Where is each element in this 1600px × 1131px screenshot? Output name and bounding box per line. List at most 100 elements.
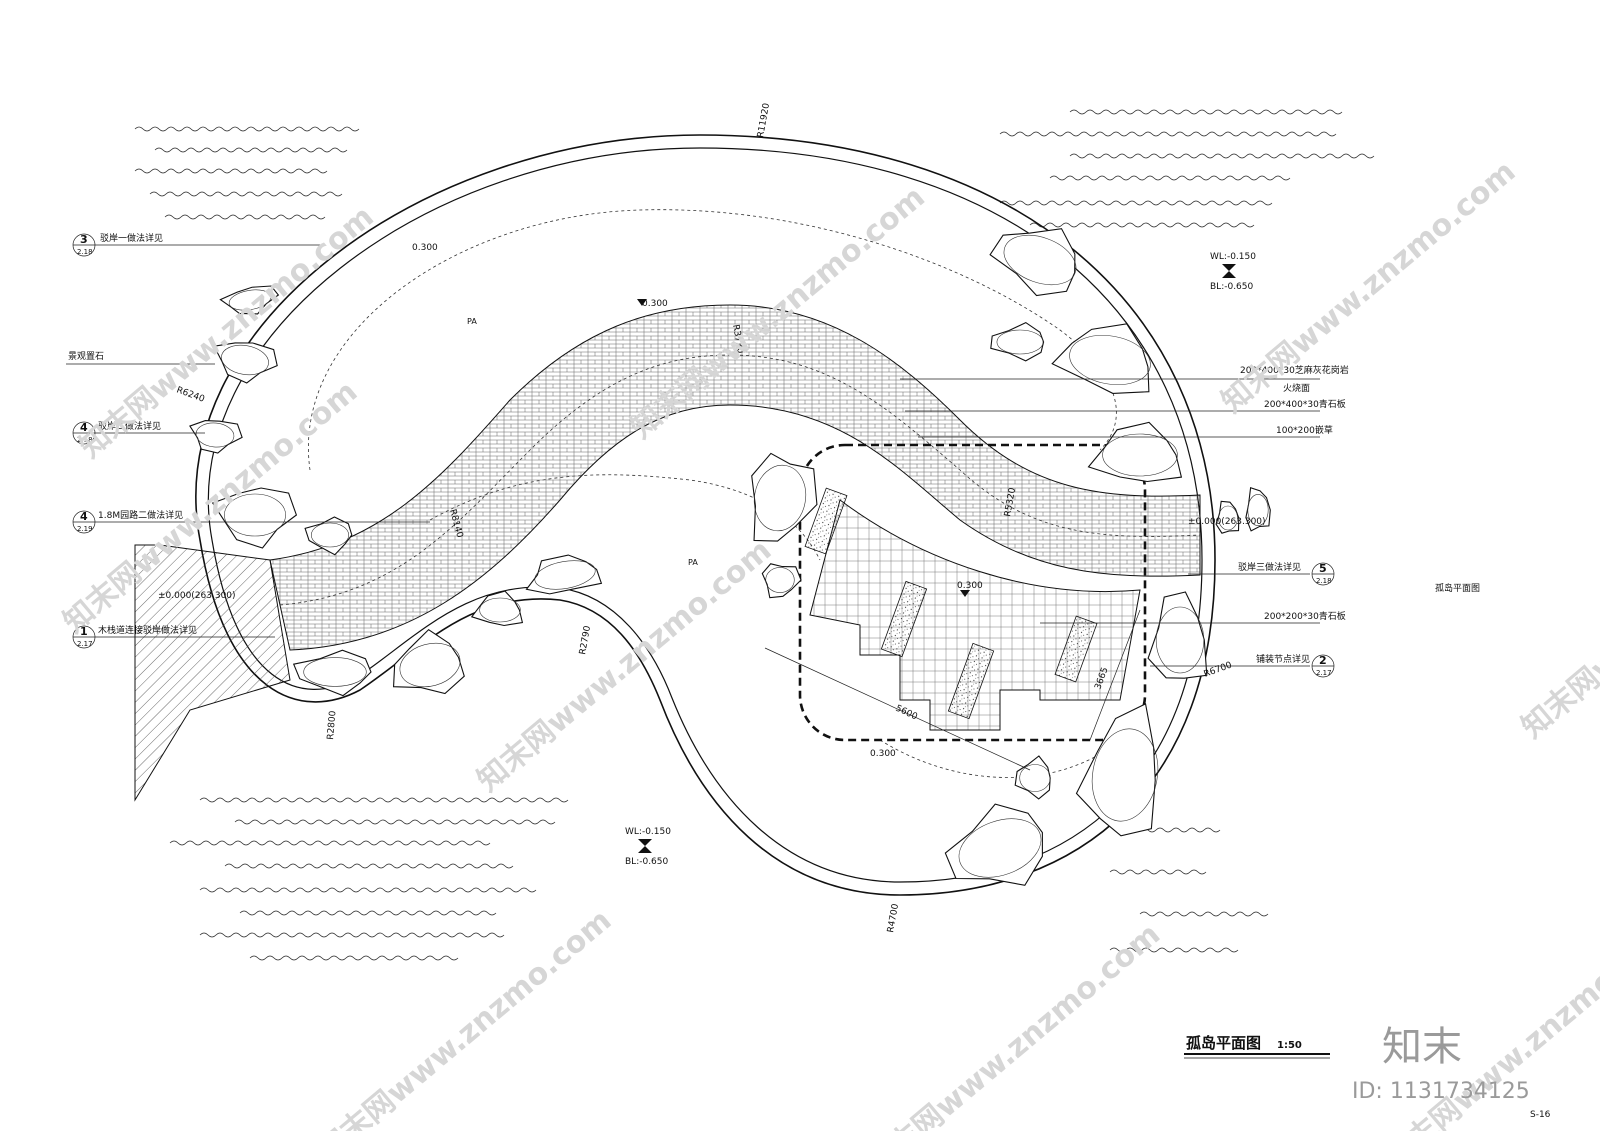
svg-text:3: 3 (80, 233, 88, 246)
svg-text:2.18: 2.18 (77, 248, 93, 256)
water-wave-line (224, 863, 514, 869)
rock-outline (1245, 486, 1271, 532)
rock-detail-line (1155, 606, 1205, 674)
watermark-diagonal: 知末网www.znzmo.com (1215, 154, 1522, 420)
rock-detail-line (1247, 494, 1269, 526)
rock-detail-line (399, 642, 461, 688)
plaza-detail-boundary (798, 443, 1147, 742)
callout-paving-node: 铺装节点详见 2 2.17 (1150, 653, 1335, 678)
rock-detail-line (224, 493, 286, 537)
water-wave-line (999, 131, 1337, 137)
svg-text:4: 4 (80, 421, 88, 434)
rock-outline (211, 487, 298, 549)
sheet-number: S-16 (1530, 1110, 1551, 1120)
rock-detail-line (534, 560, 596, 590)
water-wave-line (1069, 109, 1343, 115)
svg-text:2.18: 2.18 (1316, 577, 1332, 585)
watermark-diagonal: 知末网www.znzmo.com (1515, 479, 1600, 745)
water-level-marker-left: WL:-0.150 BL:-0.650 (625, 827, 671, 867)
callout-grass-joint: 100*200嵌草 (918, 424, 1333, 438)
svg-text:200*400*30青石板: 200*400*30青石板 (1264, 398, 1346, 410)
water-wave-line (149, 191, 343, 197)
rock-outline (1075, 703, 1156, 837)
rock-detail-line (1102, 433, 1178, 477)
water-level-marker-right: WL:-0.150 BL:-0.650 (1210, 252, 1256, 292)
area-labels: PA PA 0.300 0.300 0.300 0.300 ±0.000(263… (158, 243, 1266, 759)
callout-path-type-2: 4 2.19 1.8M园路二做法详见 (72, 509, 430, 534)
rock-detail-line (479, 597, 521, 623)
water-wave-line (199, 887, 537, 893)
rock-detail-line (753, 464, 807, 532)
svg-text:100*200嵌草: 100*200嵌草 (1276, 424, 1333, 436)
svg-text:5: 5 (1319, 562, 1327, 575)
title-text: 孤岛平面图 (1186, 1034, 1261, 1052)
water-wave-line (1139, 827, 1221, 833)
svg-text:WL:-0.150: WL:-0.150 (1210, 252, 1256, 262)
rock-detail-line (996, 329, 1044, 355)
wooden-deck (134, 544, 291, 802)
svg-text:BL:-0.650: BL:-0.650 (1210, 282, 1254, 292)
water-wave-line (239, 910, 497, 916)
water-wave-line (1139, 911, 1269, 917)
water-wave-line (234, 819, 556, 825)
svg-text:驳岸一做法详见: 驳岸一做法详见 (100, 232, 163, 244)
svg-text:WL:-0.150: WL:-0.150 (625, 827, 671, 837)
water-wave-line (134, 126, 360, 132)
radius-r11920: R11920 (756, 102, 772, 138)
radius-r6700: R6700 (1203, 660, 1234, 679)
rock-outline (990, 321, 1045, 362)
level-path-end: ±0.000(263.300) (1188, 517, 1266, 527)
svg-text:火烧面: 火烧面 (1283, 382, 1310, 394)
svg-text:200*200*30青石板: 200*200*30青石板 (1264, 610, 1346, 622)
rock-outline (944, 803, 1043, 886)
rock-detail-line (1069, 335, 1151, 385)
water-level-icon (1222, 264, 1236, 278)
area-pa-lower: PA (688, 558, 698, 567)
svg-text:1: 1 (80, 625, 88, 638)
drawing-title: 孤岛平面图 1:50 (1184, 1034, 1330, 1059)
radius-r2790: R2790 (578, 625, 593, 656)
radius-r2800: R2800 (326, 710, 339, 740)
callout-bank-type-1: 3 2.18 驳岸一做法详见 (72, 232, 320, 257)
svg-text:200*400*30芝麻灰花岗岩: 200*400*30芝麻灰花岗岩 (1240, 364, 1349, 376)
water-wave-line (1109, 947, 1239, 953)
callouts-right: 200*400*30芝麻灰花岗岩 火烧面 200*400*30青石板 100*2… (900, 364, 1349, 678)
callout-bank-type-2: 4 2.18 驳岸二做法详见 (72, 420, 205, 445)
svg-text:2: 2 (1319, 654, 1327, 667)
level-plaza: 0.300 (957, 581, 983, 591)
rock-outline (219, 285, 280, 315)
svg-text:2.17: 2.17 (1316, 669, 1332, 677)
rock-detail-line (958, 818, 1042, 878)
level-marker-icon (960, 590, 970, 597)
svg-text:木栈道连接驳岸做法详见: 木栈道连接驳岸做法详见 (98, 624, 197, 636)
rock-detail-line (228, 289, 272, 311)
rock-outline (1147, 591, 1208, 679)
dimension-5600: 5600 (894, 704, 919, 723)
level-path-top: 0.300 (642, 299, 668, 309)
water-wave-line (999, 200, 1273, 206)
curved-path (269, 304, 1201, 651)
watermark-diagonal: 知末网www.znzmo.com (471, 533, 778, 799)
rock-detail-line (1019, 764, 1051, 792)
water-wave-line (1029, 222, 1255, 228)
water-wave-line (199, 932, 505, 938)
water-wave-line (199, 797, 569, 803)
water-waves (134, 109, 1375, 961)
rock-outline (989, 228, 1076, 297)
water-level-icon (638, 839, 652, 853)
watermark-diagonal: 知末网www.znzmo.com (860, 917, 1167, 1131)
watermark-brand: 知末 (1382, 1024, 1462, 1070)
rock-detail-line (1218, 505, 1238, 531)
callout-bank-type-3: 驳岸三做法详见 5 2.18 (1188, 561, 1335, 586)
callout-landscape-rock: 景观置石 (66, 351, 215, 365)
scale-text: 1:50 (1277, 1040, 1302, 1051)
svg-text:驳岸三做法详见: 驳岸三做法详见 (1238, 561, 1301, 573)
svg-text:2.18: 2.18 (77, 436, 93, 444)
watermark-id: ID: 1131734125 (1352, 1079, 1530, 1104)
rock-outline (213, 342, 278, 384)
level-marker-icon (637, 299, 647, 306)
side-title: 孤岛平面图 (1435, 582, 1480, 594)
svg-text:1.8M园路二做法详见: 1.8M园路二做法详见 (98, 509, 183, 521)
rock-outline (525, 554, 603, 595)
